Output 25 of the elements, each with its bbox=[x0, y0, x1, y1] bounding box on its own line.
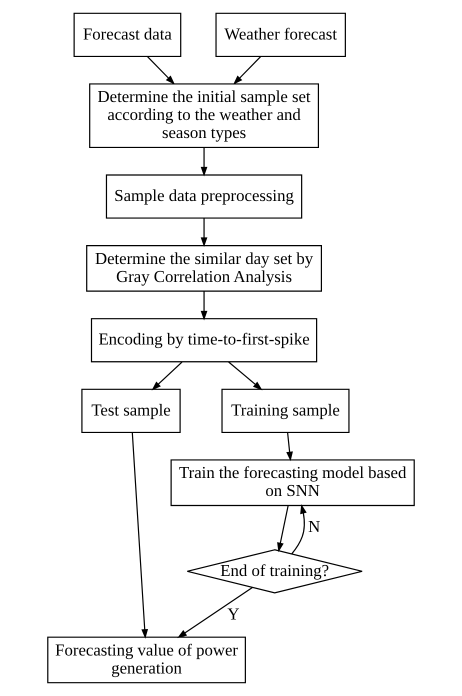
node-box: Train the forecasting model based on SNN bbox=[170, 459, 415, 506]
node-box: Sample data preprocessing bbox=[106, 174, 302, 219]
node-box: Determine the similar day set by Gray Correlation Analysis bbox=[86, 245, 322, 292]
arrow bbox=[200, 147, 208, 176]
arrow bbox=[200, 218, 208, 247]
edge-label: Y bbox=[227, 604, 240, 624]
node-box: Encoding by time-to-first-spike bbox=[90, 318, 318, 362]
arrow bbox=[147, 56, 175, 85]
arrow bbox=[177, 587, 253, 638]
arrow bbox=[286, 432, 293, 462]
node-box: Forecast data bbox=[74, 12, 182, 58]
arrow bbox=[152, 361, 183, 390]
arrow bbox=[233, 56, 261, 85]
node-box: Weather forecast bbox=[215, 12, 346, 58]
arrow bbox=[132, 432, 148, 639]
node-box: Test sample bbox=[81, 388, 181, 434]
node-box: Training sample bbox=[221, 388, 350, 434]
arrow bbox=[200, 291, 208, 320]
arrow bbox=[228, 361, 262, 390]
node-box: Determine the initial sample set according to the weather and season types bbox=[89, 83, 320, 148]
node-diamond: End of training? bbox=[186, 549, 363, 594]
arrow bbox=[291, 504, 307, 554]
edge-label: N bbox=[308, 517, 320, 536]
node-box: Forecasting value of power generation bbox=[47, 636, 246, 684]
arrow bbox=[277, 506, 289, 552]
